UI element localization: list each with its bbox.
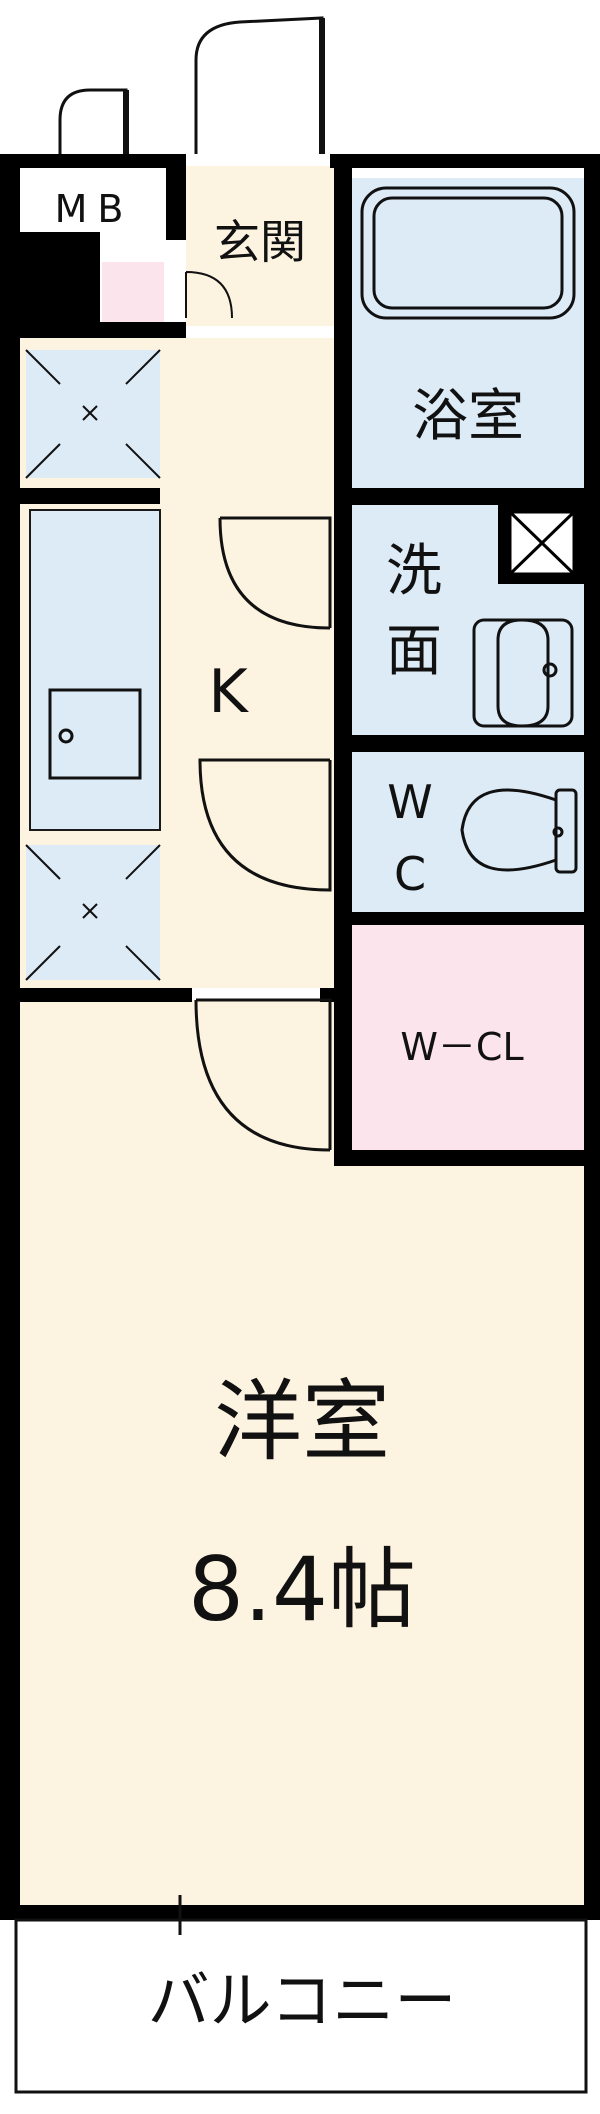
western-room-size: 8.4帖 [188,1538,416,1641]
bathtub [360,186,576,320]
vent-marks [25,349,161,981]
wall-outer-left [0,154,20,1920]
wcl-floor [352,925,584,1150]
wall-wcl-bottom [334,1150,600,1166]
wash-basin [472,618,574,728]
entrance-doors [58,16,325,154]
wall-top-left [0,154,186,168]
genkan-step-door [185,271,233,319]
washroom-label-1: 洗 [386,539,442,604]
kitchen-sink [48,688,142,780]
wc-label-1: W [387,775,432,829]
wall-wet-left [334,154,352,1154]
balcony-floor [20,1920,584,2068]
wall-mb-bottom [0,232,100,330]
washroom-label-2: 面 [386,619,442,684]
wc-label-2: C [394,847,426,901]
wall-wc-bottom [352,912,584,925]
bath-floor [352,178,584,488]
bath-label: 浴室 [412,384,524,449]
wall-outer-right [584,154,600,1920]
kitchen-counter [29,509,161,831]
wall-top-right [330,154,600,168]
entrance-floor [186,166,334,326]
wall-bottom [0,1905,600,1920]
wall-wash-bottom [352,735,584,752]
mb-label: MB [55,187,134,231]
balcony-label: バルコニー [148,1964,457,2037]
wc-floor [352,752,584,912]
mb-floor [20,166,166,232]
floor-fills [20,166,584,2068]
wcl-label: W－CL [400,1025,523,1069]
kitchen-label: K [208,657,249,727]
toilet [460,788,578,874]
interior-doors [194,516,332,1152]
wall-bath-bottom [352,488,584,505]
western-room-label: 洋室 [214,1370,390,1473]
wall-pink-bottom [0,322,186,338]
balcony-rail [14,1895,588,2094]
mb-pink-box [102,262,164,322]
pipe-shaft-mark [508,510,576,576]
wall-kitchen-bottom [0,988,192,1002]
genkan-label: 玄関 [214,215,306,269]
wall-vent-divider-top [20,488,160,504]
walls [0,154,600,1920]
wall-mb-right [166,154,186,240]
